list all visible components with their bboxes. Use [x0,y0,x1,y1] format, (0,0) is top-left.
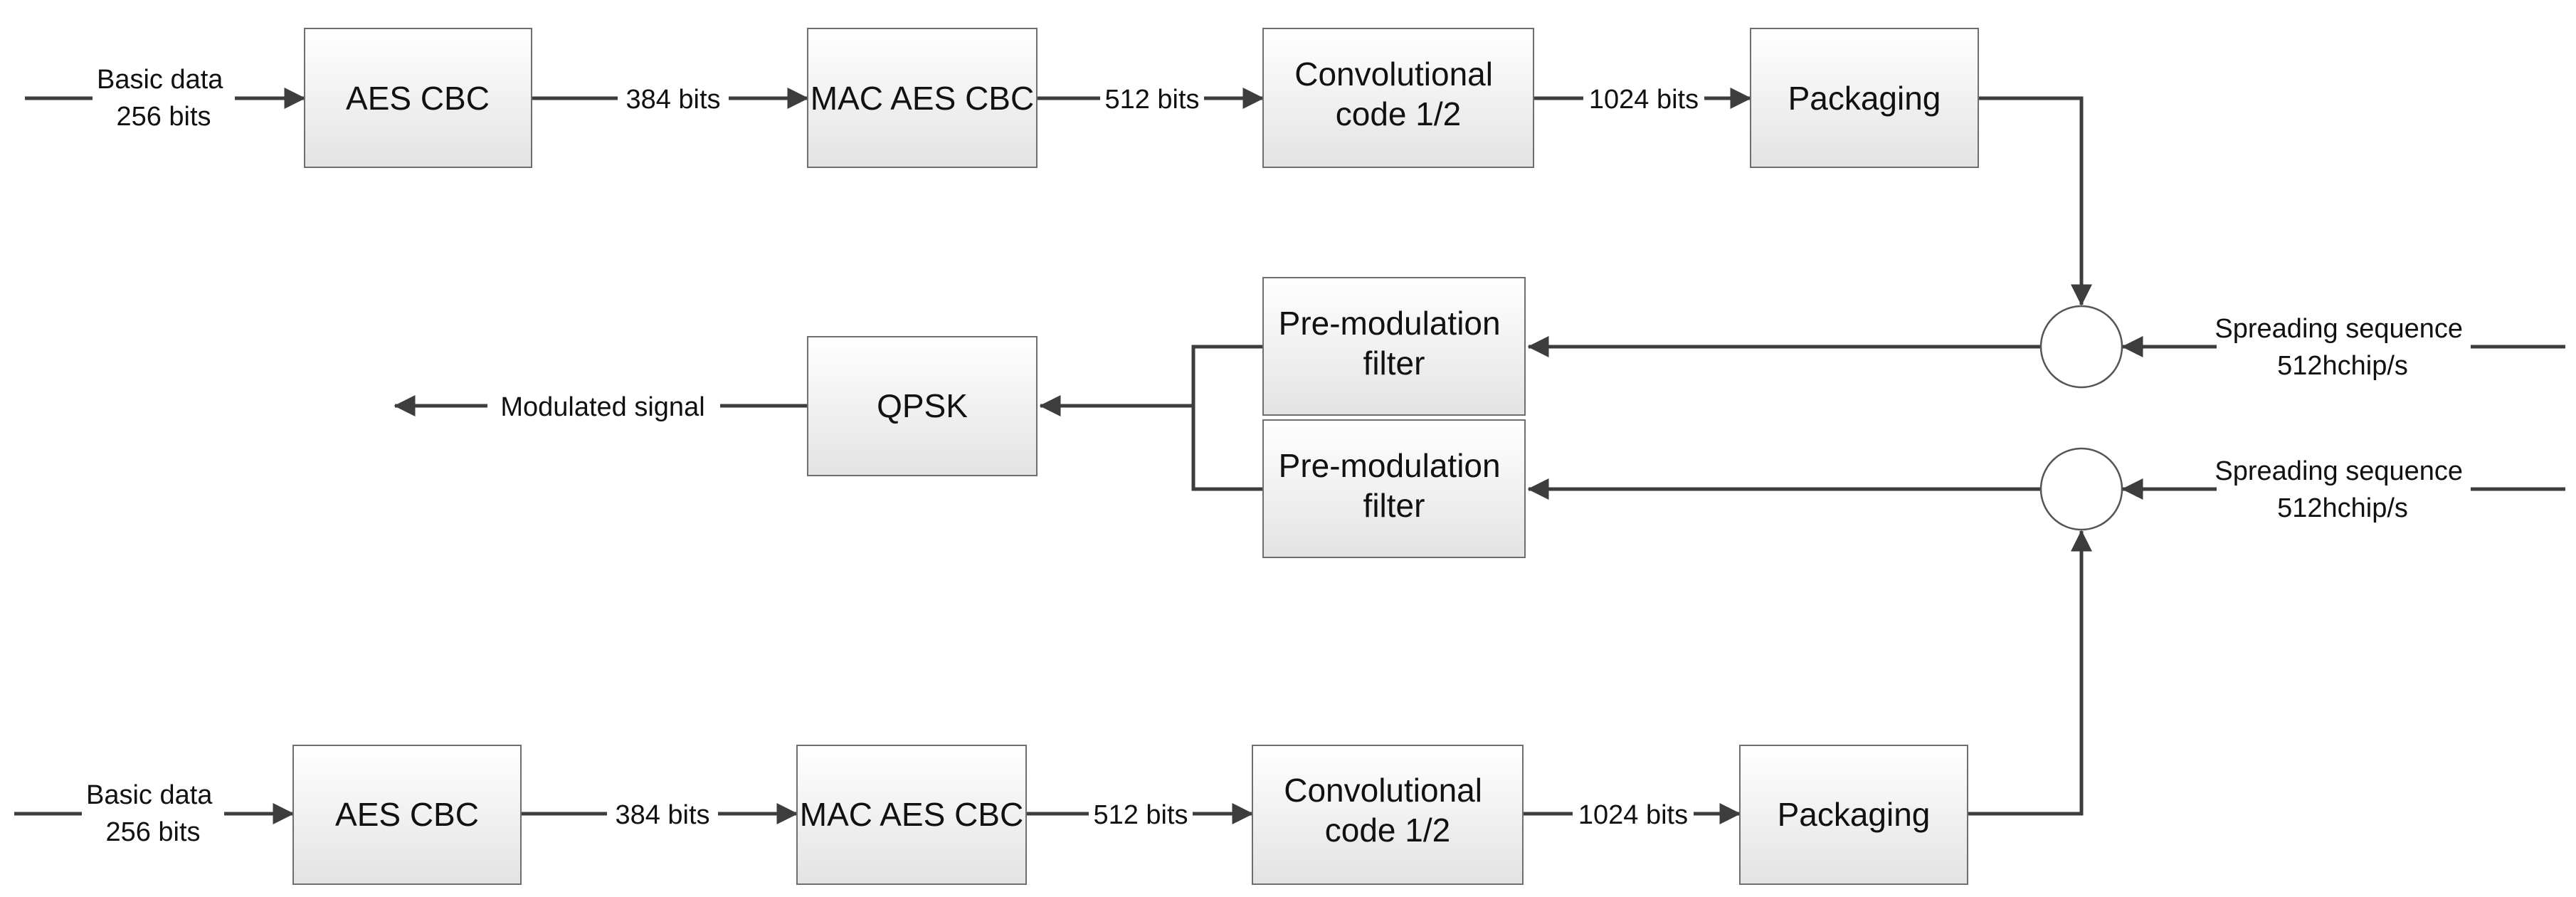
mac-aes-cbc-block-bottom: MAC AES CBC [796,745,1027,885]
svg-text:512 bits: 512 bits [1093,800,1188,830]
label-384-bits-top: 384 bits [618,83,729,115]
svg-text:1024 bits: 1024 bits [1578,800,1688,830]
filters-join-bracket [1191,345,1263,491]
summing-junction-1 [2039,305,2123,389]
svg-text:512 bits: 512 bits [1104,85,1199,115]
packaging-block-top: Packaging [1750,28,1979,168]
packaging-block-bottom-label: Packaging [1778,796,1931,833]
mac-aes-cbc-block-top-label: MAC AES CBC [811,80,1034,117]
aes-cbc-block-top-label: AES CBC [346,80,490,117]
convolutional-code-block-top-label: Convolutional code 1/2 [1294,56,1502,132]
convolutional-code-block-bottom: Convolutional code 1/2 [1252,745,1524,885]
svg-text:Spreading sequence 512hc: Spreading sequence 512hchip/s [2215,314,2470,381]
label-512-bits-bottom: 512 bits [1089,798,1193,830]
svg-text:384 bits: 384 bits [625,85,720,115]
qpsk-block: QPSK [807,336,1038,476]
top-arrow-pack-to-sum [1978,96,2092,306]
bottom-arrow-pack-to-sum [1968,530,2092,816]
label-1024-bits-top: 1024 bits [1583,83,1704,115]
svg-text:Basic data 256 bits: Basic data 256 bits [86,780,220,847]
middle-wires [394,336,2565,500]
label-basic-data-bottom: Basic data 256 bits [82,777,224,851]
mac-aes-cbc-block-top: MAC AES CBC [807,28,1038,168]
label-basic-data-top: Basic data 256 bits [93,61,235,135]
convolutional-code-block-bottom-label: Convolutional code 1/2 [1284,772,1492,849]
mac-aes-cbc-block-bottom-label: MAC AES CBC [800,796,1023,833]
svg-text:Spreading sequence 512hc: Spreading sequence 512hchip/s [2215,456,2470,523]
packaging-block-top-label: Packaging [1788,80,1941,117]
label-modulated-signal: Modulated signal [500,392,704,422]
pre-modulation-filter-block-2-label: Pre-modulation filter [1279,447,1510,524]
svg-text:Basic data 256 bits: Basic data 256 bits [97,65,231,132]
convolutional-code-block-top: Convolutional code 1/2 [1262,28,1534,168]
summing-junction-2 [2039,447,2123,531]
svg-text:Modulated signal: Modulated signal [500,392,704,422]
pre-modulation-filter-block-1-label: Pre-modulation filter [1279,305,1510,382]
qpsk-block-label: QPSK [877,387,968,424]
aes-cbc-block-bottom: AES CBC [292,745,522,885]
aes-cbc-block-bottom-label: AES CBC [335,796,479,833]
label-384-bits-bottom: 384 bits [607,798,718,830]
label-spreading-sequence-2: Spreading sequence 512hchip/s [2215,456,2470,523]
pre-modulation-filter-block-1: Pre-modulation filter [1262,277,1526,416]
pre-modulation-filter-block-2: Pre-modulation filter [1262,419,1526,558]
packaging-block-bottom: Packaging [1739,745,1968,885]
label-1024-bits-bottom: 1024 bits [1573,798,1694,830]
label-spreading-sequence-1: Spreading sequence 512hchip/s [2215,314,2470,381]
label-512-bits-top: 512 bits [1100,83,1204,115]
aes-cbc-block-top: AES CBC [304,28,532,168]
svg-text:1024 bits: 1024 bits [1589,85,1699,115]
svg-text:384 bits: 384 bits [615,800,709,830]
